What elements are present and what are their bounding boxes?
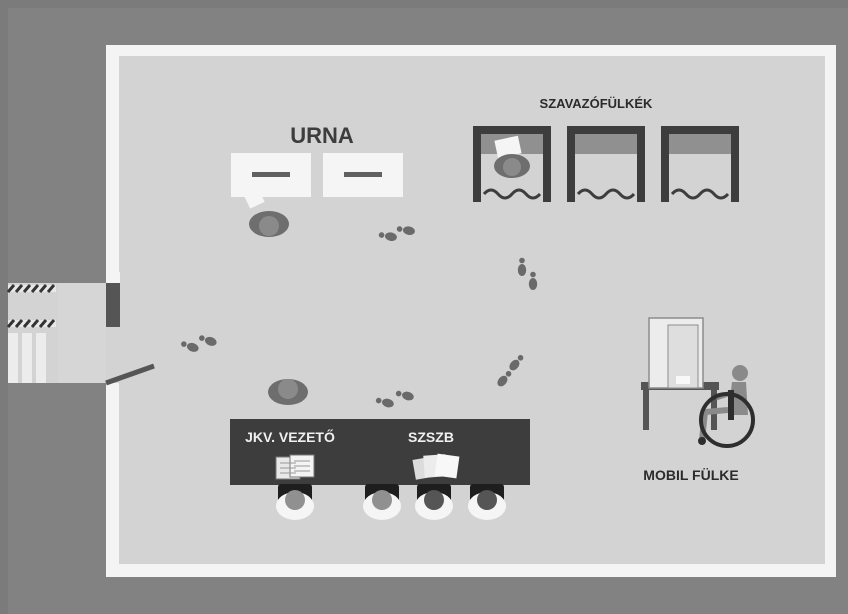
entrance [6, 272, 155, 386]
person-icon [276, 484, 314, 520]
recorder-label: JKV. VEZETŐ [245, 428, 335, 445]
ballot-box-icon [231, 153, 403, 197]
mobile-booth [641, 317, 719, 430]
person-icon [468, 484, 506, 520]
person-icon [415, 484, 453, 520]
paper-stack-icon [275, 454, 315, 480]
mobile-booth-label: MOBIL FÜLKE [643, 467, 738, 483]
ballot-box-label: URNA [290, 123, 354, 148]
person-icon [494, 135, 530, 178]
person-icon [268, 379, 308, 405]
commission-table: JKV. VEZETŐ SZSZB [230, 379, 530, 520]
entrance-barrier-icon [6, 284, 56, 383]
wheelchair-icon [698, 365, 755, 448]
person-icon [363, 484, 401, 520]
voting-booths-label: SZAVAZÓFÜLKÉK [540, 96, 654, 111]
paper-stack-icon [412, 453, 460, 480]
person-icon [243, 187, 289, 237]
open-door [105, 363, 155, 386]
voting-booth-icon [473, 126, 739, 202]
committee-label: SZSZB [408, 429, 454, 445]
